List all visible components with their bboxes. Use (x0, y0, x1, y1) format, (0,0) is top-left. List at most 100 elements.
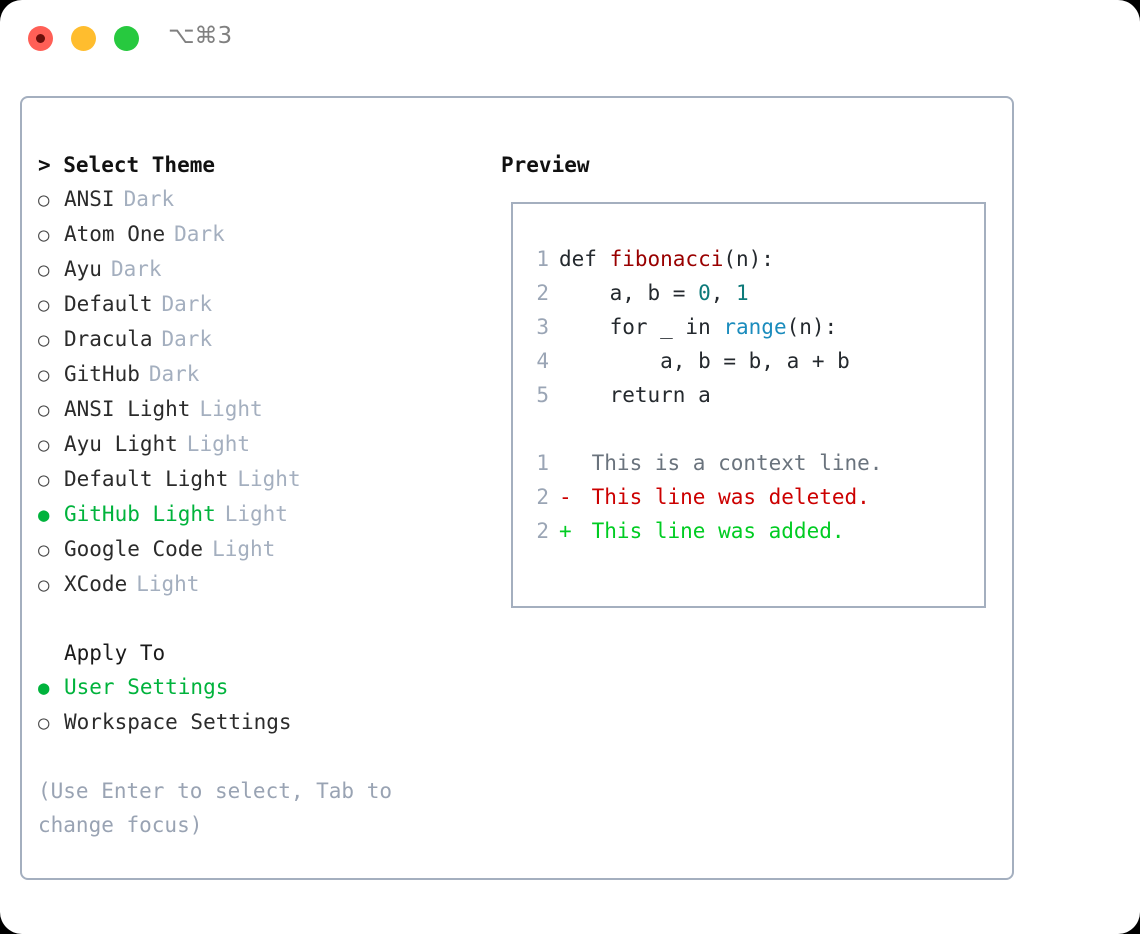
code-line-content: a, b = b, a + b (559, 344, 850, 378)
theme-variant-tag: Light (212, 537, 276, 561)
help-text: (Use Enter to select, Tab to change focu… (38, 779, 393, 837)
diff-marker: + (559, 519, 572, 543)
code-token-num: 1 (736, 281, 749, 305)
zoom-window-icon[interactable] (114, 26, 139, 51)
diff-sample: 1 This is a context line.2- This line wa… (521, 446, 984, 548)
theme-option-ansi[interactable]: ○ ANSI Dark (38, 182, 488, 217)
theme-variant-tag: Light (224, 502, 288, 526)
theme-variant-tag: Light (186, 432, 251, 456)
code-line: 2 a, b = 0, 1 (521, 276, 984, 310)
code-line-content: a, b = 0, 1 (559, 276, 749, 310)
radio-unselected-icon: ○ (38, 712, 50, 734)
code-diff-spacer (521, 412, 984, 446)
apply-to-option-label: User Settings (64, 675, 229, 699)
line-number: 3 (536, 315, 549, 339)
minimize-window-icon[interactable] (71, 26, 96, 51)
theme-variant-tag: Dark (161, 327, 213, 351)
radio-unselected-icon: ○ (38, 294, 50, 316)
radio-unselected-icon: ○ (38, 399, 50, 421)
code-token-plain: for _ in (559, 315, 724, 339)
theme-option-default-light[interactable]: ○ Default Light Light (38, 462, 488, 497)
code-token-call: range (723, 315, 787, 339)
theme-option-label: Google Code (64, 537, 204, 561)
theme-variant-tag: Light (237, 467, 301, 491)
diff-line-content: This line was added. (579, 519, 845, 543)
apply-to-option-workspace-settings[interactable]: ○ Workspace Settings (38, 705, 488, 740)
theme-option-ansi-light[interactable]: ○ ANSI Light Light (38, 392, 488, 427)
apply-to-list: ●User Settings ○ Workspace Settings (38, 670, 488, 740)
theme-option-label: Default (64, 292, 153, 316)
theme-variant-tag: Light (199, 397, 263, 421)
theme-option-label: Dracula (64, 327, 153, 351)
code-token-fn: fibonacci (609, 247, 724, 271)
line-number: 1 (536, 247, 549, 271)
code-line: 4 a, b = b, a + b (521, 344, 984, 378)
theme-option-label: Ayu Light (64, 432, 178, 456)
diff-line-added: 2 + This line was added. (521, 514, 984, 548)
theme-option-label: Default Light (64, 467, 229, 491)
apply-to-option-label: Workspace Settings (64, 710, 292, 734)
theme-option-label: GitHub Light (64, 502, 216, 526)
code-line: 5 return a (521, 378, 984, 412)
diff-marker (559, 446, 579, 480)
theme-option-google-code[interactable]: ○ Google Code Light (38, 532, 488, 567)
code-line-content: for _ in range(n): (559, 310, 838, 344)
radio-unselected-icon: ○ (38, 539, 50, 561)
radio-selected-icon: ● (38, 504, 50, 526)
theme-option-label: ANSI Light (64, 397, 191, 421)
radio-unselected-icon: ○ (38, 329, 50, 351)
line-number: 2 (536, 281, 549, 305)
line-number: 2 (536, 485, 549, 509)
theme-option-label: Atom One (64, 222, 166, 246)
code-token-plain: (n): (786, 315, 838, 339)
theme-variant-tag: Dark (161, 292, 213, 316)
theme-variant-tag: Dark (110, 257, 162, 281)
apply-to-option-user-settings[interactable]: ●User Settings (38, 670, 488, 705)
code-line-content: def fibonacci(n): (559, 242, 774, 276)
code-token-plain: def (559, 247, 610, 271)
radio-unselected-icon: ○ (38, 434, 50, 456)
section-spacer (38, 602, 488, 636)
theme-option-label: ANSI (64, 187, 115, 211)
diff-line-content: This is a context line. (579, 451, 883, 475)
diff-line-content: This line was deleted. (579, 485, 870, 509)
theme-option-atom-one[interactable]: ○ Atom One Dark (38, 217, 488, 252)
traffic-light-buttons (28, 26, 139, 51)
diff-line-deleted: 2- This line was deleted. (521, 480, 984, 514)
theme-option-label: GitHub (64, 362, 140, 386)
select-theme-heading: > Select Theme (38, 153, 216, 177)
radio-unselected-icon: ○ (38, 189, 50, 211)
theme-option-dracula[interactable]: ○ Dracula Dark (38, 322, 488, 357)
theme-option-label: XCode (64, 572, 128, 596)
close-window-icon[interactable] (28, 26, 53, 51)
title-bar: ⌥⌘3 (0, 0, 1140, 78)
keyboard-shortcut-label: ⌥⌘3 (168, 23, 233, 49)
theme-variant-tag: Dark (148, 362, 200, 386)
radio-unselected-icon: ○ (38, 224, 50, 246)
preview-heading: Preview (501, 153, 590, 177)
theme-option-github-light[interactable]: ● GitHub Light Light (38, 497, 488, 532)
radio-unselected-icon: ○ (38, 469, 50, 491)
theme-variant-tag: Dark (174, 222, 225, 246)
line-number: 5 (536, 383, 549, 407)
radio-unselected-icon: ○ (38, 259, 50, 281)
line-number: 2 (536, 519, 549, 543)
code-line-content: return a (559, 378, 711, 412)
theme-option-default[interactable]: ○ Default Dark (38, 287, 488, 322)
apply-to-heading: Apply To (64, 641, 166, 665)
theme-variant-tag: Light (136, 572, 200, 596)
theme-option-ayu-light[interactable]: ○ Ayu Light Light (38, 427, 488, 462)
code-token-num: 0 (698, 281, 711, 305)
diff-marker: - (559, 485, 572, 509)
code-token-plain: a, b = b, a + b (559, 349, 850, 373)
theme-variant-tag: Dark (123, 187, 175, 211)
